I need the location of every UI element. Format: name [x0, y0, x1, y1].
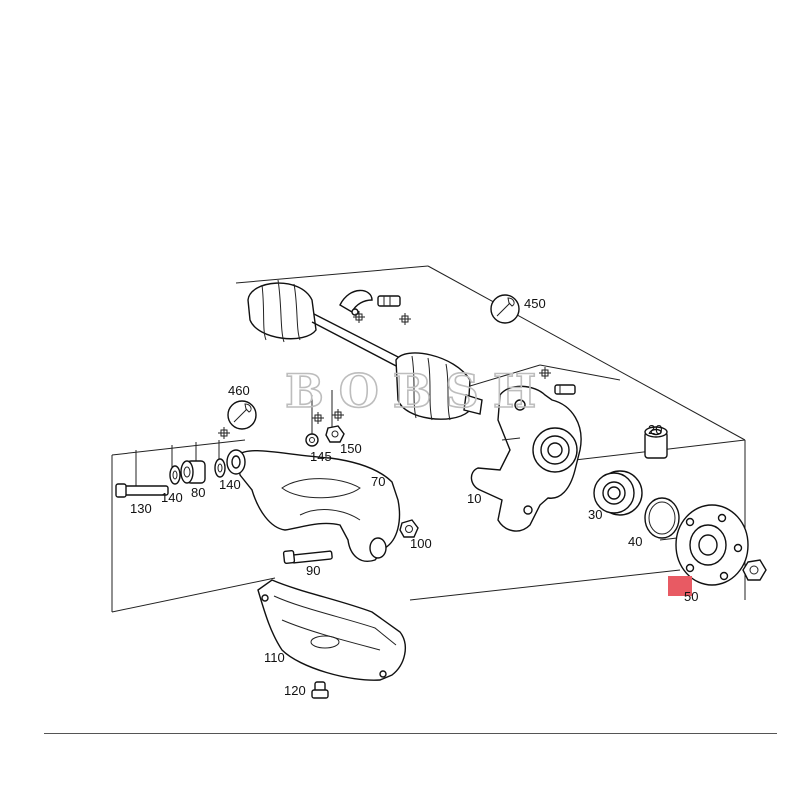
- torque-symbol-icon: [218, 311, 551, 439]
- callout-20: 20: [648, 422, 662, 437]
- arm-bushing: [180, 460, 206, 484]
- wrench-icon: [227, 400, 257, 430]
- bleed-screw: [311, 681, 329, 699]
- callout-labels: 10 20 30 40 50 70 80 90 100 110 120 130 …: [130, 296, 698, 698]
- washer: [214, 458, 226, 478]
- wheel-bearing: [593, 470, 643, 516]
- callout-70: 70: [371, 474, 385, 489]
- bolt: [282, 550, 333, 564]
- callout-140-right: 140: [219, 477, 241, 492]
- cover-plate: [257, 579, 406, 681]
- retaining-clip: [339, 289, 373, 316]
- circlip: [644, 497, 680, 539]
- bottom-divider: [44, 733, 777, 734]
- wheel-hub: [675, 504, 749, 586]
- callout-460: 460: [228, 383, 250, 398]
- callout-450: 450: [524, 296, 546, 311]
- callout-145: 145: [310, 449, 332, 464]
- callout-100: 100: [410, 536, 432, 551]
- watermark: BOBSH: [285, 364, 550, 418]
- callout-140-left: 140: [161, 490, 183, 505]
- top-bolt: [377, 295, 401, 307]
- callout-120: 120: [284, 683, 306, 698]
- wheel-carrier: [470, 385, 582, 532]
- wrench-icon: [490, 294, 520, 324]
- callout-150: 150: [340, 441, 362, 456]
- control-arm: [226, 449, 401, 562]
- nut: [399, 519, 419, 538]
- hub-nut: [742, 559, 767, 581]
- drive-shaft: [247, 279, 483, 421]
- callout-10: 10: [467, 491, 481, 506]
- highlight-marker: [668, 576, 692, 596]
- bushing: [644, 426, 668, 459]
- frame-lines: [111, 265, 746, 613]
- callout-130: 130: [130, 501, 152, 516]
- callout-90: 90: [306, 563, 320, 578]
- washer: [169, 465, 181, 485]
- nut: [325, 425, 345, 443]
- arm-bolt: [115, 483, 169, 498]
- knuckle-bolt: [554, 384, 576, 395]
- callout-50: 50: [684, 589, 698, 604]
- callout-30: 30: [588, 507, 602, 522]
- callout-110: 110: [264, 650, 285, 665]
- callout-40: 40: [628, 534, 642, 549]
- washer: [305, 433, 319, 447]
- callout-80: 80: [191, 485, 205, 500]
